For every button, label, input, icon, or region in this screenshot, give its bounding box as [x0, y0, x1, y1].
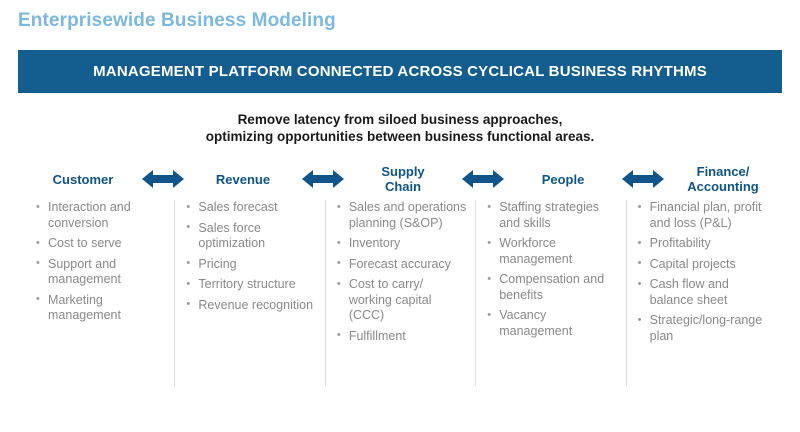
arrow-customer-revenue	[142, 170, 184, 188]
list-item: Revenue recognition	[186, 297, 316, 314]
list-item: Compensation and benefits	[487, 272, 617, 303]
subtitle-line-2: optimizing opportunities between busines…	[205, 129, 595, 144]
list-item: Sales forecast	[186, 200, 316, 216]
list-item: Workforce management	[487, 236, 617, 267]
list-item: Strategic/long-range plan	[638, 313, 768, 344]
column-header-revenue-line-1: Revenue	[215, 171, 271, 187]
arrow-people-finance	[622, 170, 664, 188]
list-item: Territory structure	[186, 277, 316, 293]
column-header-finance-accounting-line-2: Accounting	[687, 179, 759, 194]
column-header-people: People	[504, 172, 622, 187]
list-item: Sales and operations planning (S&OP)	[337, 200, 467, 231]
double-headed-arrow-icon	[622, 170, 664, 188]
list-item: Fulfillment	[337, 328, 467, 345]
list-item: Sales force optimization	[186, 220, 316, 252]
column-revenue: Sales forecast Sales force optimization …	[174, 200, 324, 390]
column-header-supply-chain-line-2: Chain	[384, 179, 422, 194]
double-headed-arrow-icon	[302, 170, 344, 188]
bullet-list-revenue: Sales forecast Sales force optimization …	[186, 200, 316, 313]
list-item: Inventory	[337, 236, 467, 252]
list-item: Vacancy management	[487, 308, 617, 339]
list-item: Marketing management	[36, 292, 166, 324]
column-header-row: Customer Revenue Supply Chain People Fin…	[24, 162, 776, 196]
list-item: Staffing strategies and skills	[487, 200, 617, 231]
arrow-revenue-supply-chain	[302, 170, 344, 188]
column-header-revenue: Revenue	[184, 172, 302, 187]
list-item: Interaction and conversion	[36, 200, 166, 231]
double-headed-arrow-icon	[142, 170, 184, 188]
column-header-customer-line-1: Customer	[52, 171, 114, 187]
list-item: Financial plan, profit and loss (P&L)	[638, 200, 768, 231]
column-header-finance-accounting-line-1: Finance/	[696, 164, 750, 179]
list-item: Profitability	[638, 236, 768, 252]
column-supply-chain: Sales and operations planning (S&OP) Inv…	[324, 200, 475, 390]
content-columns: Interaction and conversion Cost to serve…	[24, 200, 776, 390]
banner-text: MANAGEMENT PLATFORM CONNECTED ACROSS CYC…	[93, 63, 707, 80]
list-item: Pricing	[186, 256, 316, 273]
subtitle-line-1: Remove latency from siloed business appr…	[237, 112, 563, 127]
subtitle: Remove latency from siloed business appr…	[0, 111, 800, 145]
column-header-customer: Customer	[24, 172, 142, 187]
page-title: Enterprisewide Business Modeling	[18, 10, 336, 31]
column-header-supply-chain: Supply Chain	[344, 164, 462, 194]
column-finance-accounting: Financial plan, profit and loss (P&L) Pr…	[625, 200, 776, 390]
list-item: Forecast accuracy	[337, 256, 467, 273]
list-item: Cost to serve	[36, 236, 166, 252]
column-header-people-line-1: People	[541, 171, 585, 187]
list-item: Support and management	[36, 256, 166, 288]
list-item: Capital projects	[638, 256, 768, 273]
arrow-supply-chain-people	[462, 170, 504, 188]
banner: MANAGEMENT PLATFORM CONNECTED ACROSS CYC…	[18, 50, 782, 93]
bullet-list-finance-accounting: Financial plan, profit and loss (P&L) Pr…	[638, 200, 768, 344]
column-people: Staffing strategies and skills Workforce…	[475, 200, 625, 390]
bullet-list-customer: Interaction and conversion Cost to serve…	[36, 200, 166, 324]
column-header-supply-chain-line-1: Supply	[381, 164, 425, 179]
list-item: Cash flow and balance sheet	[638, 277, 768, 308]
double-headed-arrow-icon	[462, 170, 504, 188]
column-customer: Interaction and conversion Cost to serve…	[24, 200, 174, 390]
bullet-list-supply-chain: Sales and operations planning (S&OP) Inv…	[337, 200, 467, 344]
bullet-list-people: Staffing strategies and skills Workforce…	[487, 200, 617, 339]
list-item: Cost to carry/ working capital (CCC)	[337, 277, 467, 324]
column-header-finance-accounting: Finance/ Accounting	[664, 164, 782, 194]
